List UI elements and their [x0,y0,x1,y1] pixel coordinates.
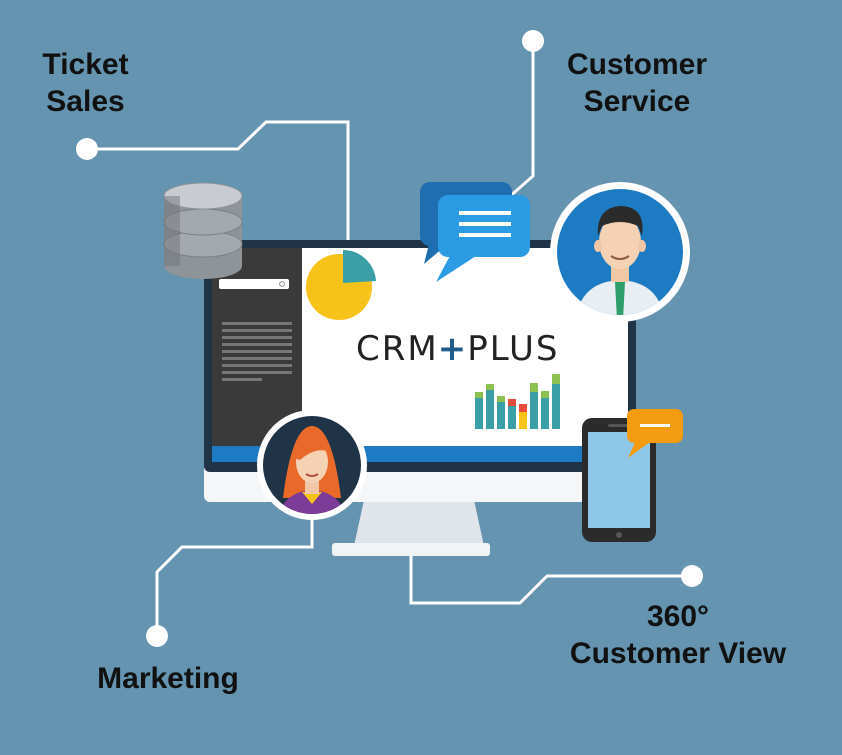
monitor-stand-neck [354,500,484,546]
connector-lines [87,41,692,636]
chat-bubble-orange-icon [627,409,683,458]
monitor-stand-base [332,543,490,556]
ticket-sales-label: Ticket Sales [28,46,143,120]
sidebar-search-box[interactable] [219,279,289,289]
logo-part2: PLUS [467,329,560,369]
logo-part1: CRM [356,329,439,369]
male-agent-avatar [550,182,690,322]
female-marketer-avatar [257,410,367,520]
marketing-dot [146,625,168,647]
marketing-label: Marketing [97,662,239,695]
ticket-sales-line1: Ticket [42,48,129,81]
ticket-sales-line2: Sales [46,85,125,118]
search-icon [279,281,285,287]
customer-view-label: 360° Customer View [556,598,800,672]
customer-service-line2: Service [583,85,691,118]
database-icon [163,182,243,279]
connector-dots [76,30,703,647]
ticket-sales-dot [76,138,98,160]
pie-chart-icon [306,249,376,320]
crm-plus-logo: CRM+PLUS [356,329,559,369]
connector-ticket-sales [87,120,350,240]
customer-service-label: Customer Service [548,46,726,120]
customer-view-line1: 360° [646,600,710,633]
connector-360-view [409,556,692,605]
connector-customer-service [499,41,535,207]
logo-plus: + [437,329,469,369]
360-view-dot [681,565,703,587]
chat-bubble-icon [420,182,530,282]
connector-marketing [155,516,314,636]
customer-view-line2: Customer View [569,637,787,670]
bar-chart-icon [475,374,560,429]
sidebar-text-lines [222,322,292,381]
customer-service-dot [522,30,544,52]
customer-service-line1: Customer [566,48,708,81]
